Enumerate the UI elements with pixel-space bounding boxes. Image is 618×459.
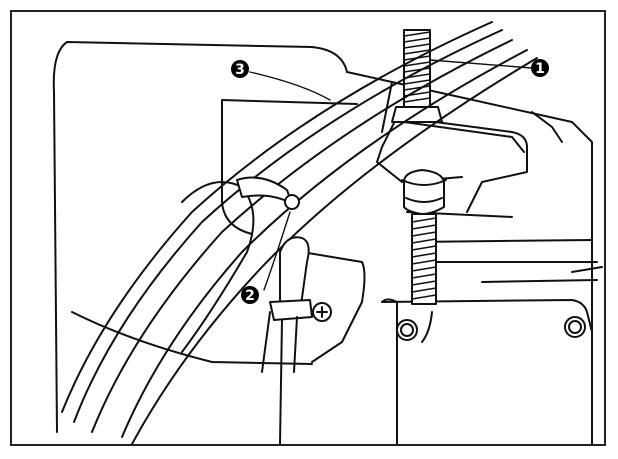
rod-threads-lower <box>411 217 437 300</box>
leader-line-3 <box>249 71 331 101</box>
diagram-frame: 1 2 3 <box>10 10 606 446</box>
machine-body-ridges <box>406 211 598 283</box>
screw-left <box>396 319 418 341</box>
housing-inner-panel <box>221 99 358 235</box>
bracket-plate-top <box>403 121 525 153</box>
callout-3-marker <box>231 60 249 78</box>
callout-3-number: 3 <box>235 62 245 78</box>
screw-left-inner <box>400 323 414 337</box>
callout-1-marker <box>531 59 549 77</box>
hose-body <box>261 311 298 444</box>
cable-3 <box>91 39 513 433</box>
sewing-machine-illustration: 1 2 3 <box>52 21 603 444</box>
callout-3: 3 <box>231 60 249 78</box>
machine-body-right <box>346 71 593 444</box>
hose-clamp-screw-slot <box>316 306 328 318</box>
cable-1 <box>61 21 493 413</box>
callout-2-number: 2 <box>245 288 255 304</box>
machine-housing-outline <box>52 41 348 433</box>
wire-from-screw <box>421 311 433 343</box>
machine-base-plate <box>381 298 593 444</box>
lower-nut-washer <box>401 179 447 203</box>
callout-2-marker <box>241 286 259 304</box>
hose-clamp <box>269 299 313 321</box>
housing-lower-curve <box>71 311 313 365</box>
leader-line-2 <box>263 211 291 291</box>
cable-clamp-screw <box>284 194 300 210</box>
cable-loop <box>181 181 255 353</box>
lower-nut <box>403 169 445 215</box>
callout-1: 1 <box>531 59 549 77</box>
callout-2: 2 <box>241 286 259 304</box>
cable-4 <box>121 49 528 438</box>
screw-right-inner <box>568 320 582 334</box>
bracket-plate <box>376 116 528 213</box>
cable-5 <box>131 57 538 444</box>
cable-2 <box>73 29 503 423</box>
hose <box>279 236 310 313</box>
leader-line-1 <box>429 59 533 69</box>
cable-clamp-band <box>236 176 293 205</box>
housing-lower <box>301 251 366 363</box>
callout-1-number: 1 <box>535 61 545 77</box>
machine-body-edge <box>531 111 603 273</box>
screw-right <box>564 316 586 338</box>
